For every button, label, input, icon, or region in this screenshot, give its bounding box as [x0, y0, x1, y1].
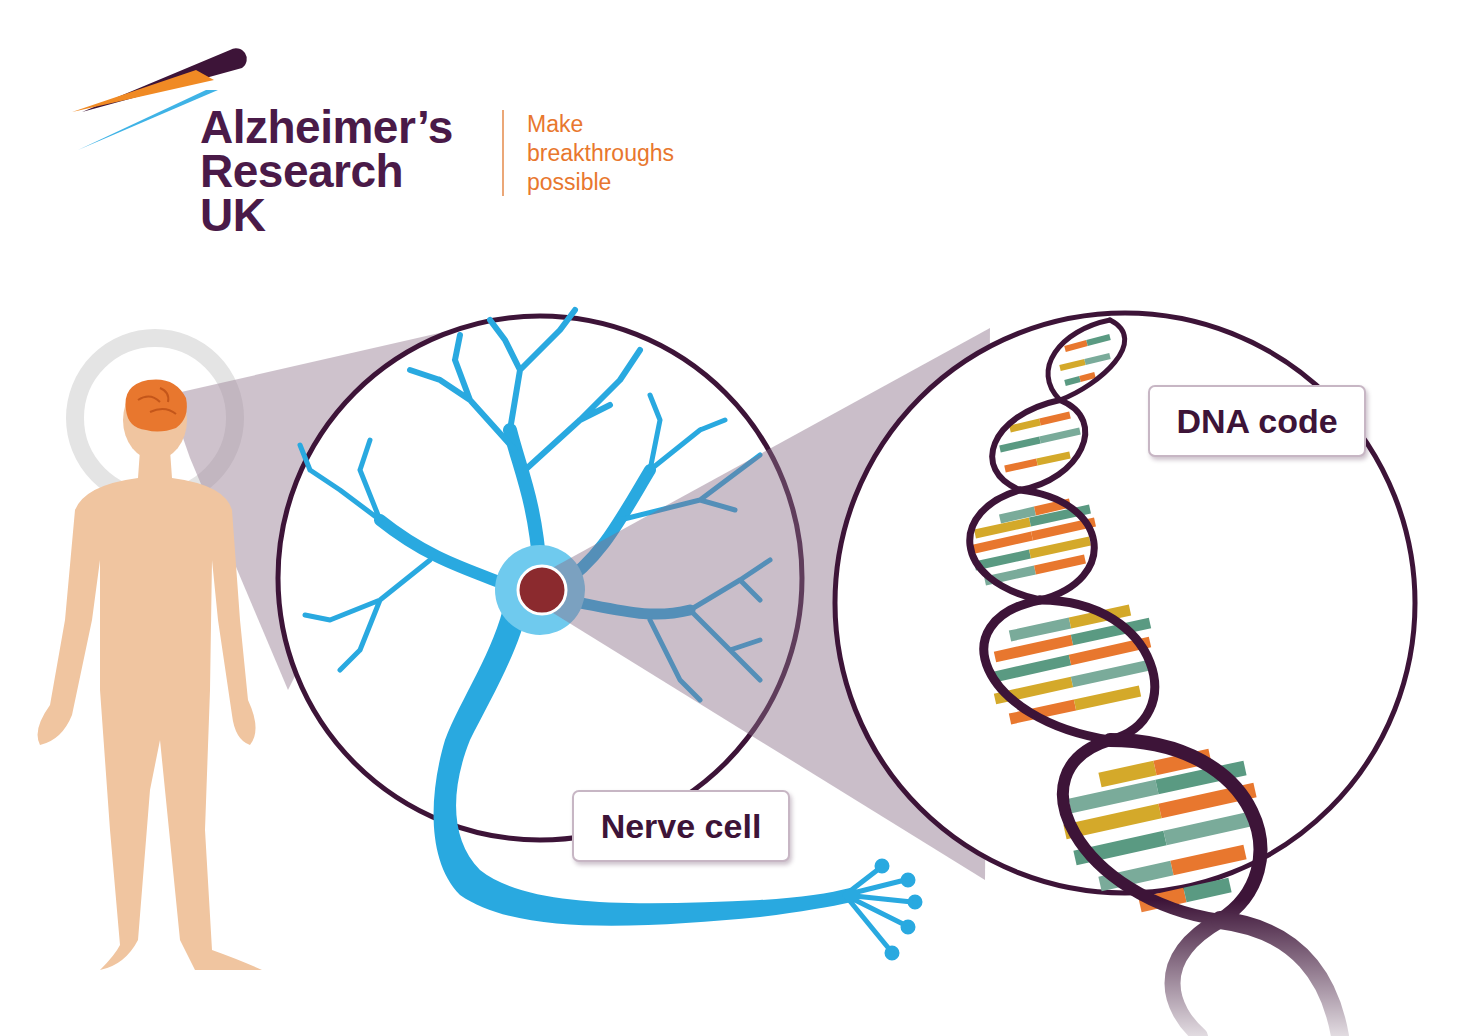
logo-tagline: Make breakthroughs possible [527, 110, 674, 197]
logo-divider [502, 110, 504, 196]
human-figure [38, 380, 262, 970]
label-box: DNA code [1148, 385, 1366, 457]
label-text: Nerve cell [588, 802, 774, 850]
label-box: Nerve cell [572, 790, 790, 862]
brain [125, 379, 186, 431]
label-text: DNA code [1164, 397, 1350, 445]
dna-circle [835, 313, 1415, 893]
nucleus [518, 566, 566, 614]
brain-folds [138, 388, 176, 414]
dna-fade [1000, 900, 1400, 1036]
axon-terminals [845, 861, 920, 958]
logo-title: Alzheimer’s Research UK [200, 105, 453, 237]
